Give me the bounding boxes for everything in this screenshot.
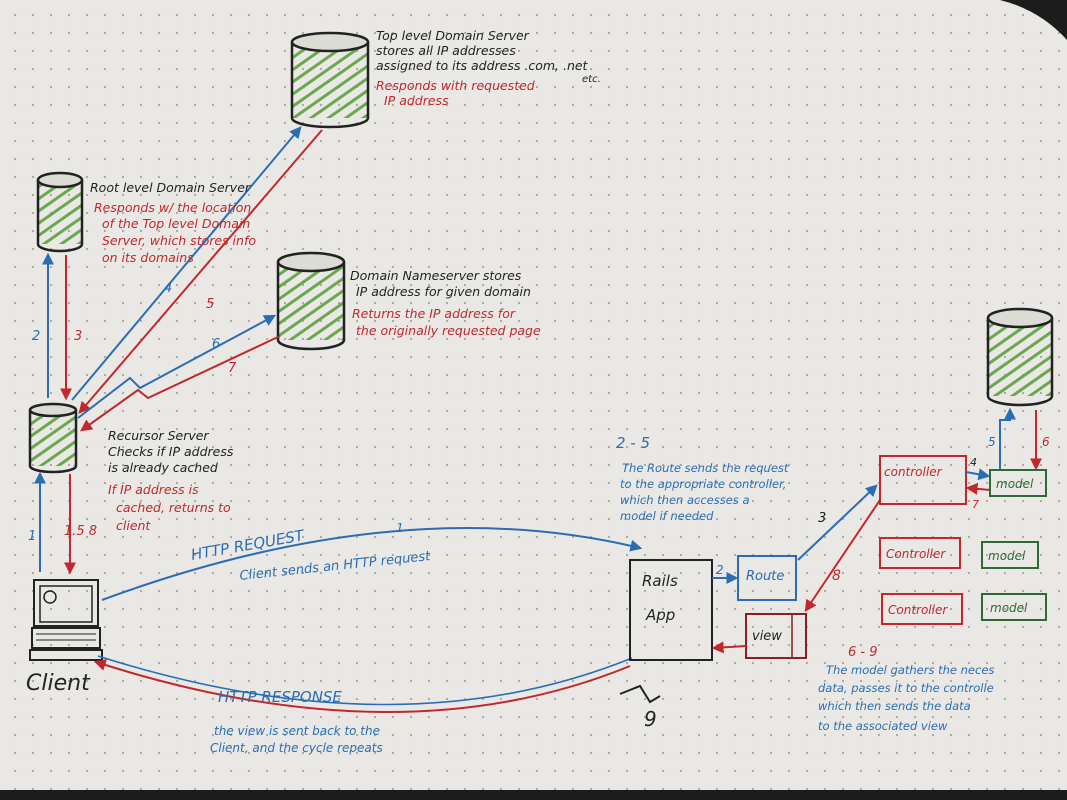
- recursor-desc-2: is already cached: [108, 460, 218, 475]
- arrow-label-5: 5: [206, 297, 214, 312]
- dns-step-numbers: 2 3 4 5 6 7 1 1.5 8: [28, 281, 237, 544]
- mvc-number-8: 8: [832, 568, 841, 584]
- http-response-label: HTTP RESPONSE: [218, 688, 342, 706]
- root-server-cylinder: [36, 171, 84, 253]
- recursor-title: Recursor Server: [108, 428, 209, 443]
- mvc-note-4: to the associated view: [818, 719, 948, 733]
- dns-server-cylinder: [276, 251, 346, 351]
- tld-desc-1: stores all IP addresses: [376, 43, 516, 58]
- recursor-resp-2: cached, returns to: [116, 500, 231, 515]
- controller-label-2: Controller: [886, 547, 946, 561]
- rails-app-label-2: App: [645, 606, 675, 624]
- response-number-9: 9: [644, 707, 657, 731]
- http-response-note-2: Client, and the cycle repeats: [210, 741, 383, 755]
- tld-title: Top level Domain Server: [376, 28, 530, 43]
- arrow-label-1: 1: [28, 529, 36, 544]
- mvc-number-4: 4: [970, 456, 977, 469]
- bracket-9: [619, 684, 661, 704]
- arrow-label-6: 6: [212, 337, 220, 352]
- model-box-1: [989, 469, 1047, 497]
- root-title: Root level Domain Server: [90, 180, 251, 195]
- model-box-2: [981, 541, 1039, 569]
- mvc-number-3: 3: [818, 511, 826, 526]
- http-request-label: HTTP REQUEST: [190, 526, 307, 564]
- mvc-number-7: 7: [972, 498, 979, 511]
- controller-label-1: controller: [884, 465, 943, 479]
- root-resp-1: Responds w/ the location: [94, 200, 251, 215]
- route-number-2: 2: [716, 563, 724, 577]
- dns-annotation: Domain Nameserver stores IP address for …: [350, 268, 541, 338]
- rails-note-1: The Route sends the request: [622, 461, 789, 475]
- tld-desc-3: etc.: [582, 74, 601, 85]
- arrow-label-7: 7: [228, 361, 237, 376]
- model-box-3: [981, 593, 1047, 621]
- tld-desc-2: assigned to its address .com, .net: [376, 58, 589, 73]
- mvc-note-1: The model gathers the neces: [826, 663, 994, 677]
- arrow-label-4: 4: [164, 281, 172, 296]
- view-box: [745, 613, 807, 659]
- model-label-2: model: [988, 549, 1026, 563]
- rails-step-range: 2 - 5: [616, 434, 650, 452]
- mvc-note-3: which then sends the data: [818, 699, 971, 713]
- http-response-arrow-blue: [97, 655, 633, 706]
- view-to-app-arrow: [711, 641, 747, 654]
- recursor-resp-1: If IP address is: [108, 482, 199, 497]
- mvc-number-6: 6: [1042, 435, 1050, 449]
- rails-note-4: model if needed: [620, 509, 714, 523]
- arrow-label-3: 3: [74, 329, 82, 344]
- mvc-step-range: 6 - 9: [848, 645, 878, 660]
- http-request-note: Client sends an HTTP request: [239, 549, 432, 584]
- rails-note-3: which then accesses a: [620, 493, 750, 507]
- root-resp-4: on its domains: [102, 250, 194, 265]
- controller-box-2: [879, 537, 961, 569]
- rails-note-2: to the appropriate controller,: [620, 477, 786, 491]
- recursor-resp-3: client: [116, 518, 151, 533]
- client-computer: [29, 579, 103, 661]
- mvc-arrows: [797, 407, 1042, 612]
- http-response-arrow-red: [93, 659, 631, 713]
- client-label: Client: [26, 671, 91, 696]
- rails-app-label-1: Rails: [642, 572, 678, 590]
- rails-app-box: [629, 559, 713, 661]
- root-resp-2: of the Top level Domain: [102, 216, 250, 231]
- controller-box-3: [881, 593, 963, 625]
- recursor-annotation: Recursor Server Checks if IP address is …: [108, 428, 234, 533]
- dns-desc-1: IP address for given domain: [356, 284, 531, 299]
- dns-title: Domain Nameserver stores: [350, 268, 522, 283]
- http-request-number: 1: [396, 521, 404, 535]
- arrow-label-2: 2: [32, 329, 40, 344]
- database-cylinder: [986, 307, 1054, 407]
- table-background: [1000, 0, 1067, 40]
- arrow-label-15-8: 1.5 8: [64, 524, 97, 539]
- route-label: Route: [746, 569, 784, 584]
- recursor-server-cylinder: [28, 402, 78, 474]
- controller-label-3: Controller: [888, 603, 948, 617]
- tld-annotation: Top level Domain Server stores all IP ad…: [376, 28, 601, 108]
- dns-resp-1: Returns the IP address for: [352, 306, 516, 321]
- root-resp-3: Server, which stores info: [102, 233, 256, 248]
- dns-arrows: [34, 126, 323, 575]
- recursor-desc-1: Checks if IP address: [108, 444, 234, 459]
- root-annotation: Root level Domain Server Responds w/ the…: [90, 180, 256, 265]
- tld-server-cylinder: [290, 31, 370, 129]
- controller-box-1: [879, 455, 967, 505]
- mvc-note-2: data, passes it to the controlle: [818, 681, 994, 695]
- model-label-3: model: [990, 601, 1028, 615]
- view-label: view: [752, 629, 782, 644]
- model-label-1: model: [996, 477, 1034, 491]
- dns-resp-2: the originally requested page: [356, 323, 541, 338]
- http-response-note-1: the view is sent back to the: [214, 724, 380, 738]
- tld-resp-2: IP address: [384, 93, 449, 108]
- http-request-arrow: [101, 527, 643, 601]
- tld-resp-1: Responds with requested: [376, 78, 535, 93]
- mvc-number-5: 5: [988, 435, 996, 449]
